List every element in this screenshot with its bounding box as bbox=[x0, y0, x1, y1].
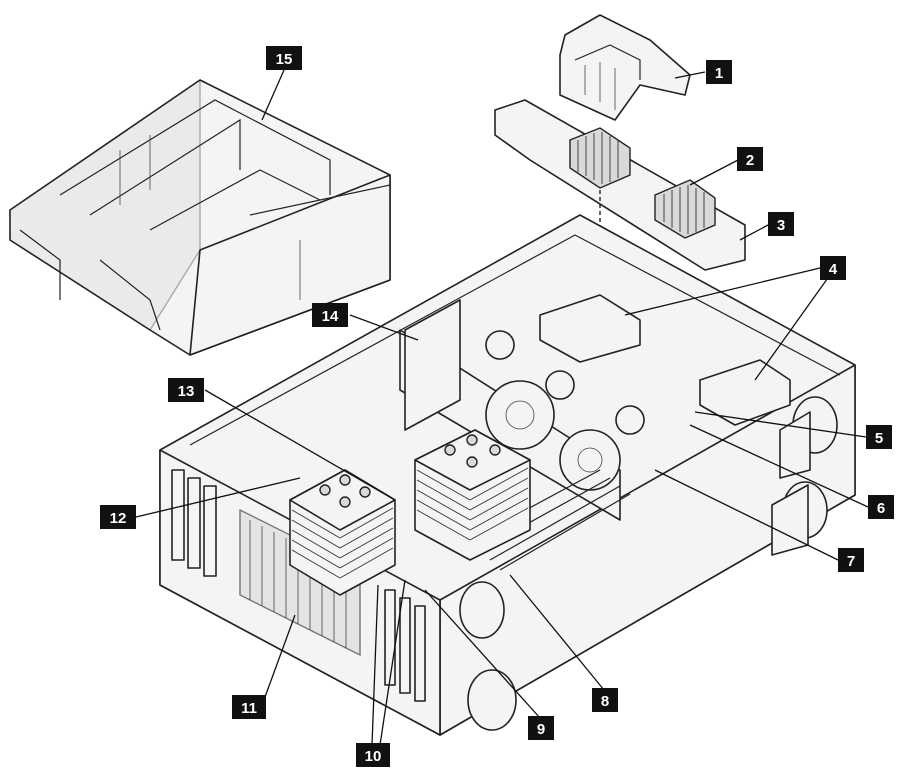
callout-13: 13 bbox=[168, 378, 204, 402]
callout-13-label: 13 bbox=[178, 383, 195, 400]
pci-slots-left bbox=[171, 469, 217, 577]
callout-8-label: 8 bbox=[601, 693, 609, 710]
callout-6-label: 6 bbox=[877, 500, 885, 517]
callout-10: 10 bbox=[356, 743, 390, 767]
callout-5: 5 bbox=[866, 425, 892, 449]
callout-5-label: 5 bbox=[875, 430, 883, 447]
callout-10-label: 10 bbox=[365, 748, 382, 765]
callout-15: 15 bbox=[266, 46, 302, 70]
callout-14-label: 14 bbox=[322, 308, 339, 325]
callout-11-label: 11 bbox=[241, 700, 257, 717]
callout-8: 8 bbox=[592, 688, 618, 712]
callout-9-label: 9 bbox=[537, 721, 545, 738]
board-assembly bbox=[494, 99, 746, 330]
callout-3-label: 3 bbox=[777, 217, 785, 234]
callout-7: 7 bbox=[838, 548, 864, 572]
callout-14: 14 bbox=[312, 303, 348, 327]
heatsink-fins-small bbox=[577, 132, 705, 234]
retention-bracket bbox=[559, 14, 691, 121]
callout-1-label: 1 bbox=[715, 65, 723, 82]
callout-4: 4 bbox=[820, 256, 846, 280]
callout-9: 9 bbox=[528, 716, 554, 740]
air-baffle bbox=[9, 78, 391, 356]
callout-3: 3 bbox=[768, 212, 794, 236]
callout-2: 2 bbox=[737, 147, 763, 171]
callout-7-label: 7 bbox=[847, 553, 855, 570]
callout-1: 1 bbox=[706, 60, 732, 84]
callout-6: 6 bbox=[868, 495, 894, 519]
pci-slots-right bbox=[384, 589, 426, 702]
callout-11: 11 bbox=[232, 695, 266, 719]
callout-12: 12 bbox=[100, 505, 136, 529]
heatsink-fins-right bbox=[416, 467, 529, 541]
leader-lines bbox=[135, 69, 869, 746]
heat-sink-right bbox=[414, 429, 531, 561]
callout-12-label: 12 bbox=[110, 510, 127, 527]
callout-2-label: 2 bbox=[746, 152, 754, 169]
heatsink-fins-left bbox=[291, 507, 394, 579]
callout-4-label: 4 bbox=[829, 261, 838, 278]
callout-15-label: 15 bbox=[276, 51, 293, 68]
